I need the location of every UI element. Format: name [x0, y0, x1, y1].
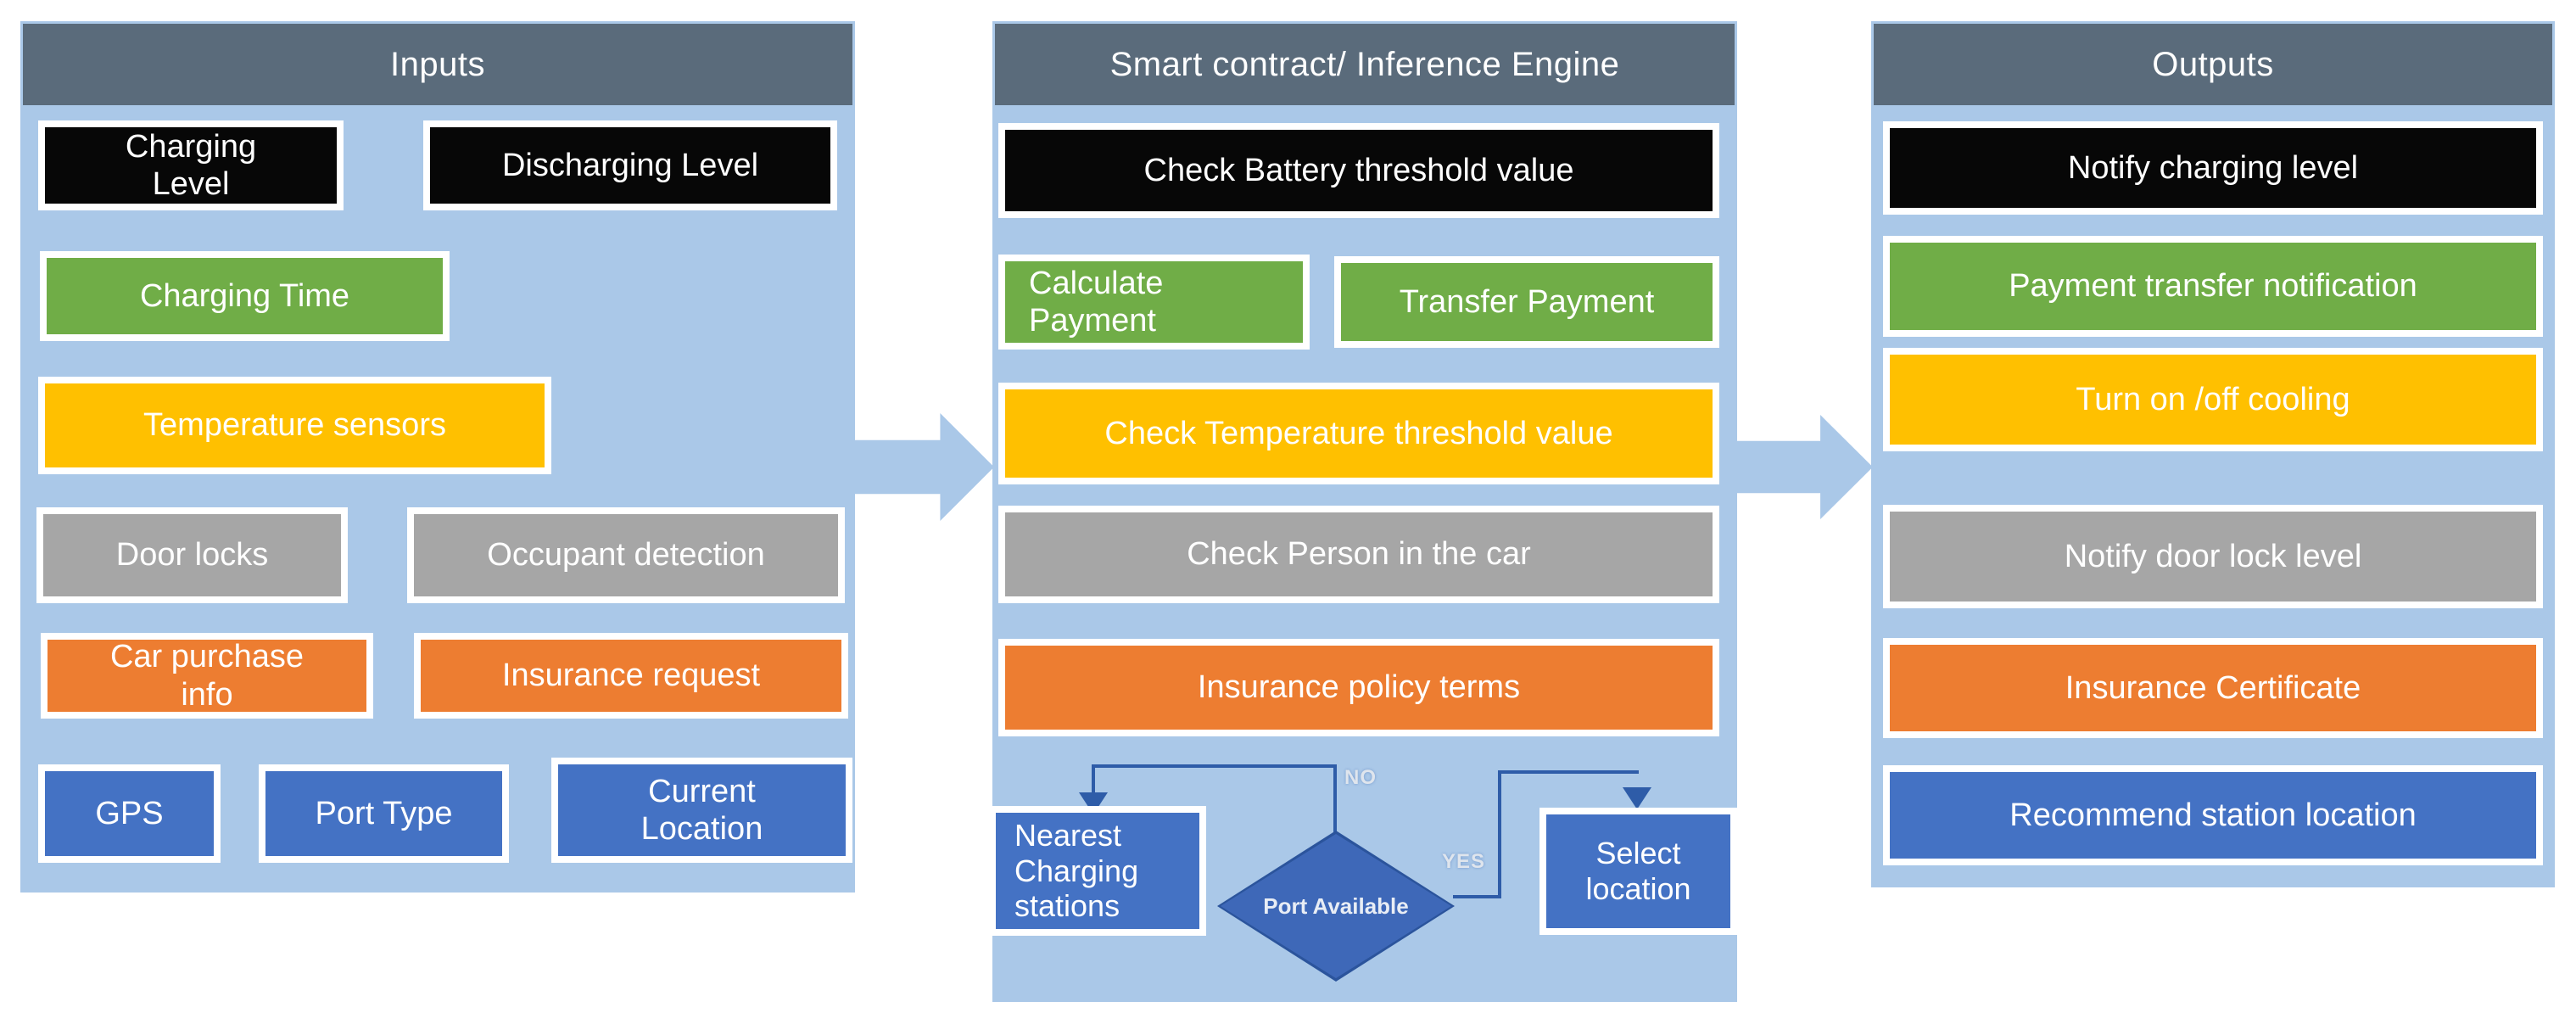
flow-box-select-location-label: Select location [1585, 836, 1691, 906]
output-box-notify-charging-level: Notify charging level [1883, 121, 2543, 215]
output-box-notify-charging-level-label: Notify charging level [2067, 149, 2359, 186]
output-box-notify-door-lock-level-label: Notify door lock level [2064, 538, 2362, 574]
engine-box-insurance-policy-label: Insurance policy terms [1197, 669, 1521, 706]
input-box-occupant-detection: Occupant detection [407, 507, 845, 603]
flow-box-nearest-charging-stations-label: Nearest Charging stations [1014, 817, 1139, 924]
yes-arrowhead-icon [1623, 787, 1651, 809]
output-box-payment-transfer-notification: Payment transfer notification [1883, 236, 2543, 337]
input-box-port-type: Port Type [259, 764, 509, 863]
output-box-recommend-station-location-label: Recommend station location [2009, 797, 2417, 833]
engine-panel-header: Smart contract/ Inference Engine [995, 24, 1735, 105]
input-box-gps-label: GPS [95, 795, 164, 831]
output-box-turn-on-off-cooling: Turn on /off cooling [1883, 348, 2543, 451]
input-box-charging-time: Charging Time [40, 251, 450, 341]
input-box-current-location: Current Location [551, 758, 852, 863]
yes-connector-from-diamond [1453, 895, 1501, 898]
output-box-payment-transfer-notification-label: Payment transfer notification [2009, 268, 2417, 305]
engine-box-calculate-payment-label: Calculate Payment [1029, 265, 1164, 339]
input-box-insurance-request-label: Insurance request [501, 657, 761, 694]
no-connector-drop [1092, 764, 1095, 797]
no-connector-horizontal [1092, 764, 1337, 768]
input-box-current-location-label: Current Location [640, 773, 763, 847]
input-box-temperature-sensors-label: Temperature sensors [143, 407, 446, 444]
yes-connector-vertical [1498, 770, 1501, 898]
engine-to-outputs-arrow-icon [1727, 415, 1873, 519]
outputs-panel-header: Outputs [1874, 24, 2552, 105]
engine-box-check-battery-label: Check Battery threshold value [1143, 152, 1574, 188]
input-box-door-locks-label: Door locks [115, 537, 269, 574]
input-box-insurance-request: Insurance request [414, 633, 848, 719]
input-box-door-locks: Door locks [36, 507, 348, 603]
input-box-car-purchase-info-label: Car purchase info [109, 639, 305, 713]
inputs-to-engine-arrow-icon [835, 413, 994, 521]
input-box-car-purchase-info: Car purchase info [41, 633, 373, 719]
engine-box-check-temperature: Check Temperature threshold value [998, 383, 1719, 484]
engine-box-check-person-label: Check Person in the car [1187, 536, 1531, 573]
output-box-recommend-station-location: Recommend station location [1883, 765, 2543, 865]
output-box-insurance-certificate-label: Insurance Certificate [2065, 669, 2361, 706]
output-box-turn-on-off-cooling-label: Turn on /off cooling [2076, 381, 2350, 417]
engine-box-transfer-payment-label: Transfer Payment [1399, 283, 1655, 320]
engine-box-check-battery: Check Battery threshold value [998, 123, 1719, 218]
flow-box-nearest-charging-stations: Nearest Charging stations [989, 806, 1206, 936]
input-box-charging-level-label: Charging Level [125, 128, 257, 202]
yes-connector-horizontal [1498, 770, 1639, 774]
input-box-port-type-label: Port Type [315, 795, 453, 831]
inputs-panel-title: Inputs [390, 45, 485, 83]
input-box-charging-time-label: Charging Time [139, 277, 350, 314]
input-box-occupant-detection-label: Occupant detection [487, 537, 765, 574]
inputs-panel-header: Inputs [23, 24, 852, 105]
input-box-discharging-level-label: Discharging Level [501, 147, 759, 183]
branch-no-label: NO [1344, 766, 1377, 789]
engine-box-calculate-payment: Calculate Payment [998, 255, 1310, 350]
input-box-discharging-level: Discharging Level [423, 120, 837, 210]
engine-box-check-person: Check Person in the car [998, 506, 1719, 603]
flow-box-select-location: Select location [1539, 808, 1737, 935]
outputs-panel-title: Outputs [2152, 45, 2274, 83]
branch-yes-label: YES [1442, 850, 1486, 873]
output-box-insurance-certificate: Insurance Certificate [1883, 638, 2543, 738]
input-box-temperature-sensors: Temperature sensors [38, 377, 551, 474]
engine-box-transfer-payment: Transfer Payment [1334, 256, 1719, 348]
flow-decision-port-available-label: Port Available [1263, 893, 1409, 919]
engine-panel-title: Smart contract/ Inference Engine [1109, 45, 1620, 83]
engine-box-insurance-policy: Insurance policy terms [998, 639, 1719, 736]
input-box-gps: GPS [38, 764, 221, 863]
input-box-charging-level: Charging Level [38, 120, 344, 210]
engine-box-check-temperature-label: Check Temperature threshold value [1104, 415, 1613, 451]
no-connector-from-diamond [1333, 764, 1337, 832]
output-box-notify-door-lock-level: Notify door lock level [1883, 505, 2543, 608]
